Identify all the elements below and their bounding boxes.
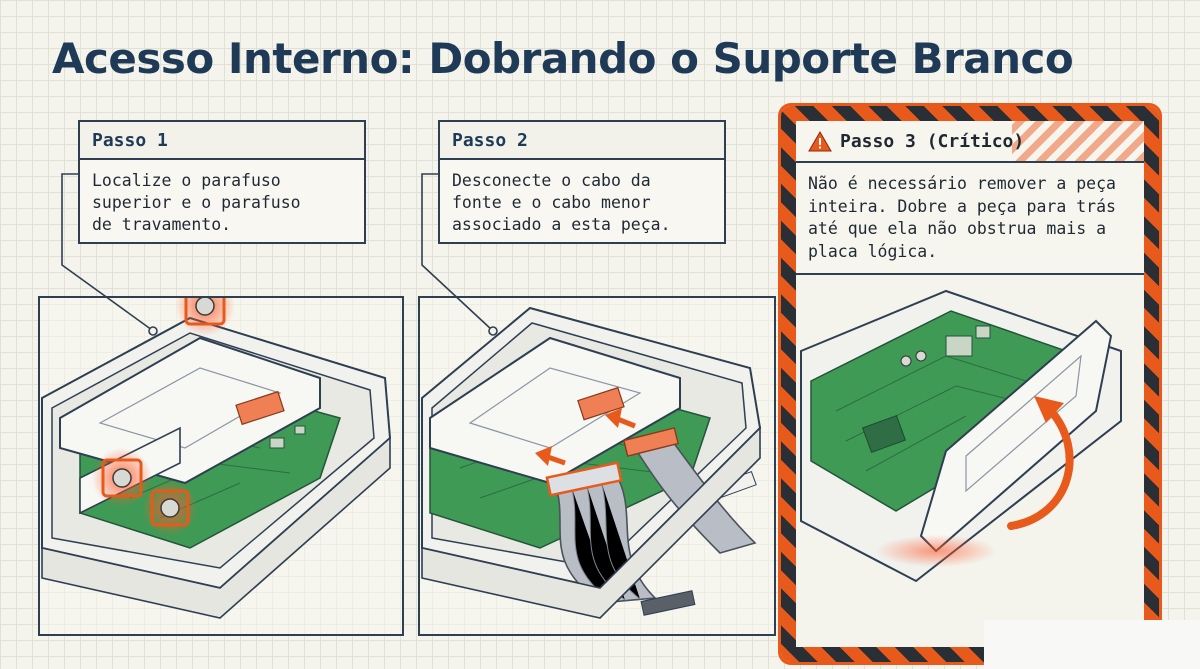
step-3-text-line: Não é necessário remover a peça xyxy=(808,174,1116,193)
screw-highlight-icon xyxy=(175,298,235,336)
screw-highlight-icon xyxy=(92,448,152,508)
step-2-illustration xyxy=(418,296,776,636)
step-2-label: Passo 2 xyxy=(440,122,724,160)
step-3-text-line: inteira. Dobre a peça para trás xyxy=(808,196,1116,216)
step-3-hazard-frame: Passo 3 (Crítico) Não é necessário remov… xyxy=(781,106,1159,662)
step-1-box: Passo 1 Localize o parafuso superior e o… xyxy=(78,120,366,244)
warning-triangle-icon xyxy=(808,130,832,151)
step-2-text-line: fonte e o cabo menor xyxy=(452,193,651,212)
step-3-illustration xyxy=(800,289,1122,583)
step-3-label: Passo 3 (Crítico) xyxy=(840,130,1025,152)
step-1-illustration xyxy=(38,296,404,636)
step-3-box: Passo 3 (Crítico) Não é necessário remov… xyxy=(796,121,1144,275)
step-1-text-line: superior e o parafuso xyxy=(92,193,301,212)
white-bracket xyxy=(59,336,321,485)
screw-highlight-icon xyxy=(142,480,198,536)
curved-arrow-icon xyxy=(1007,396,1074,530)
step-3-header: Passo 3 (Crítico) xyxy=(796,121,1144,163)
step-1-text-line: de travamento. xyxy=(92,215,232,234)
step-2-text-line: Desconecte o cabo da xyxy=(452,171,651,190)
step-2-text: Desconecte o cabo da fonte e o cabo meno… xyxy=(440,160,724,246)
step-2-box: Passo 2 Desconecte o cabo da fonte e o c… xyxy=(438,120,726,244)
white-bracket xyxy=(429,336,681,485)
step-2-text-line: associado a esta peça. xyxy=(452,215,671,234)
connector-arrow-icon xyxy=(535,408,636,466)
step-3-text-line: até que ela não obstrua mais a xyxy=(808,219,1107,238)
step-1-label: Passo 1 xyxy=(80,122,364,160)
step-3-text: Não é necessário remover a peça inteira.… xyxy=(796,163,1144,273)
step-1-text-line: Localize o parafuso xyxy=(92,171,281,190)
step-3-text-line: placa lógica. xyxy=(808,241,938,261)
step-1-text: Localize o parafuso superior e o parafus… xyxy=(80,160,364,246)
corner-blank-area xyxy=(984,620,1200,669)
page-title: Acesso Interno: Dobrando o Suporte Branc… xyxy=(52,34,1074,83)
